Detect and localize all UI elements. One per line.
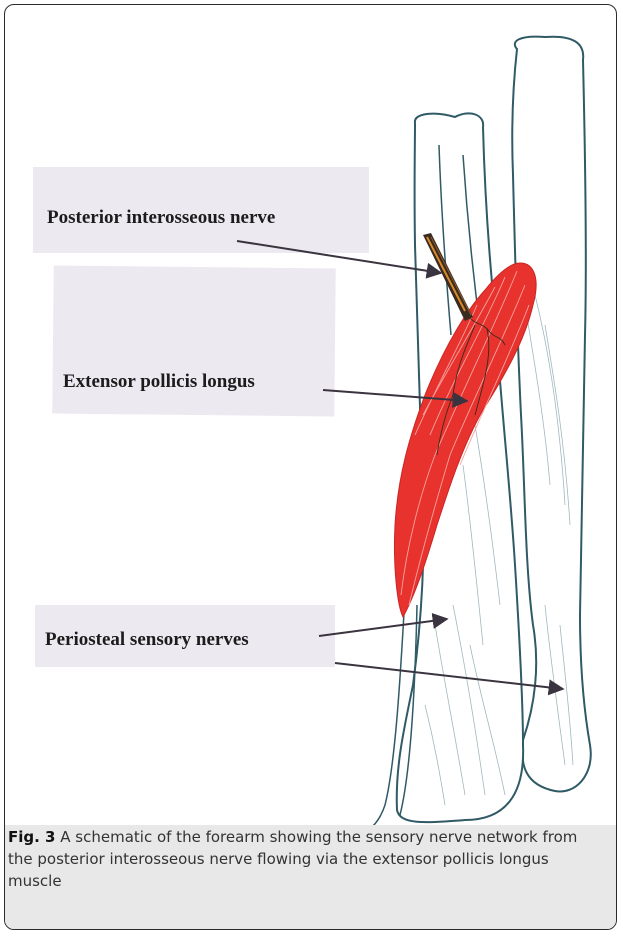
- label-extensor-pollicis-longus: Extensor pollicis longus: [63, 371, 255, 393]
- forearm-schematic: [5, 5, 617, 825]
- figure-number: Fig. 3: [8, 828, 55, 846]
- figure-frame: Posterior interosseous nerve Extensor po…: [4, 4, 617, 930]
- ulna-outline: [512, 37, 591, 792]
- figure-caption: Fig. 3 A schematic of the forearm showin…: [8, 826, 604, 892]
- arrow-posterior-nerve: [237, 241, 441, 273]
- caption-text: A schematic of the forearm showing the s…: [8, 828, 577, 890]
- label-periosteal-sensory-nerves: Periosteal sensory nerves: [45, 629, 249, 651]
- label-posterior-interosseous-nerve: Posterior interosseous nerve: [47, 207, 275, 229]
